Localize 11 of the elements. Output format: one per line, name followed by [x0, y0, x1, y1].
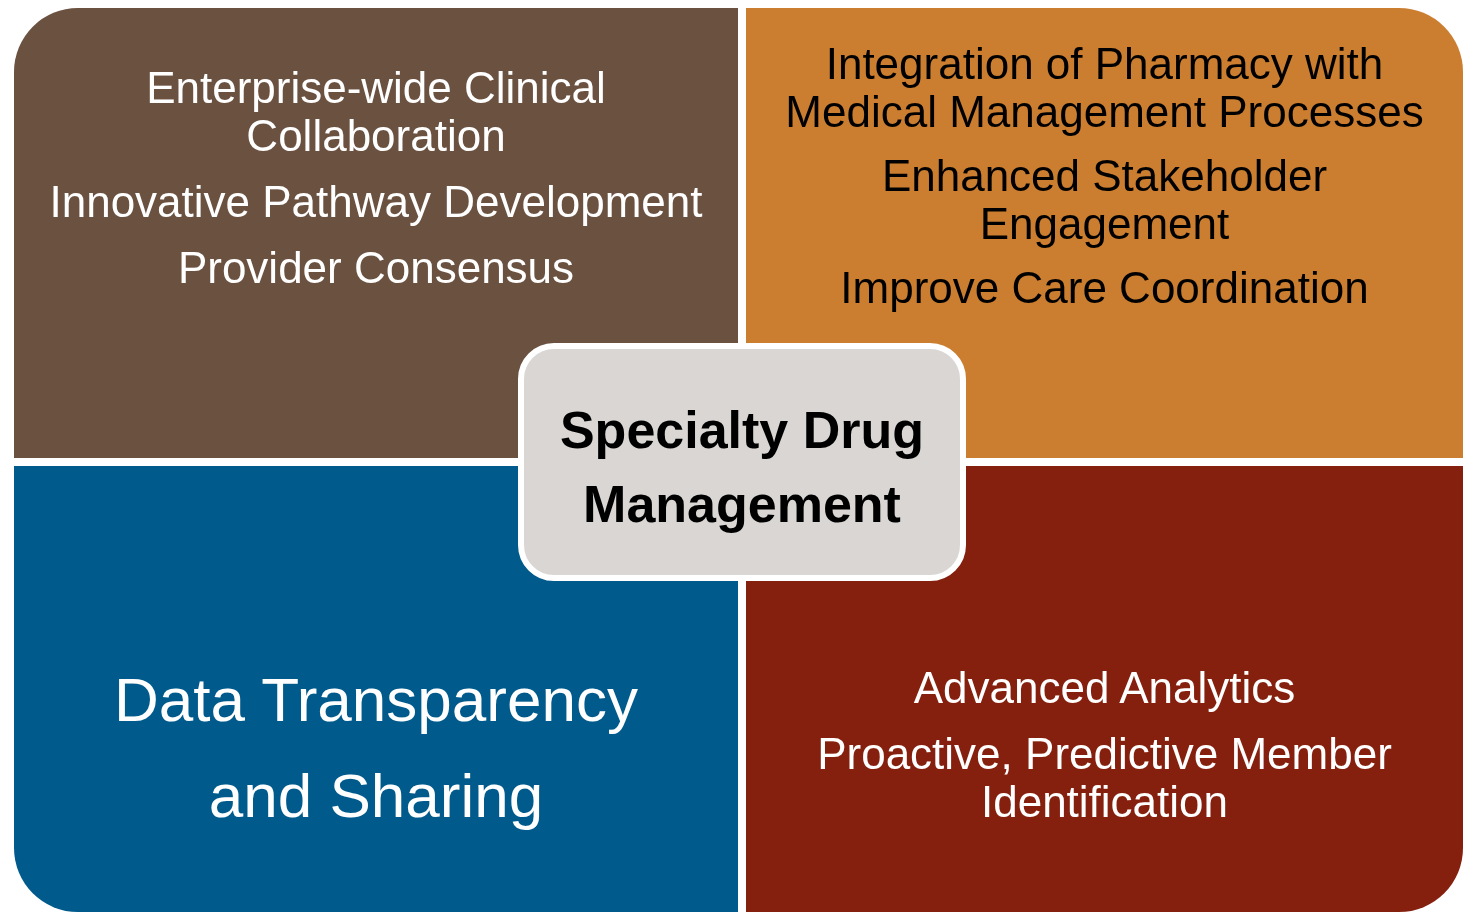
center-box: [518, 343, 966, 581]
bullet-text: Provider Consensus: [177, 244, 575, 292]
bullet-text: Data Transparency and Sharing: [113, 664, 639, 832]
bullet-text: Enhanced Stakeholder Engagement: [880, 152, 1329, 248]
title-text: Specialty Drug Management: [558, 400, 926, 535]
bullet-text: Integration of Pharmacy with Medical Management Processes: [784, 40, 1425, 136]
bullet-text: Enterprise-wide Clinical Collaboration: [145, 64, 607, 160]
bullet-text: Advanced Analytics: [913, 664, 1296, 712]
bullet-text: Improve Care Coordination: [840, 264, 1369, 312]
bullet-text: Proactive, Predictive Member Identification: [816, 730, 1393, 826]
bullet-text: Innovative Pathway Development: [49, 178, 703, 226]
